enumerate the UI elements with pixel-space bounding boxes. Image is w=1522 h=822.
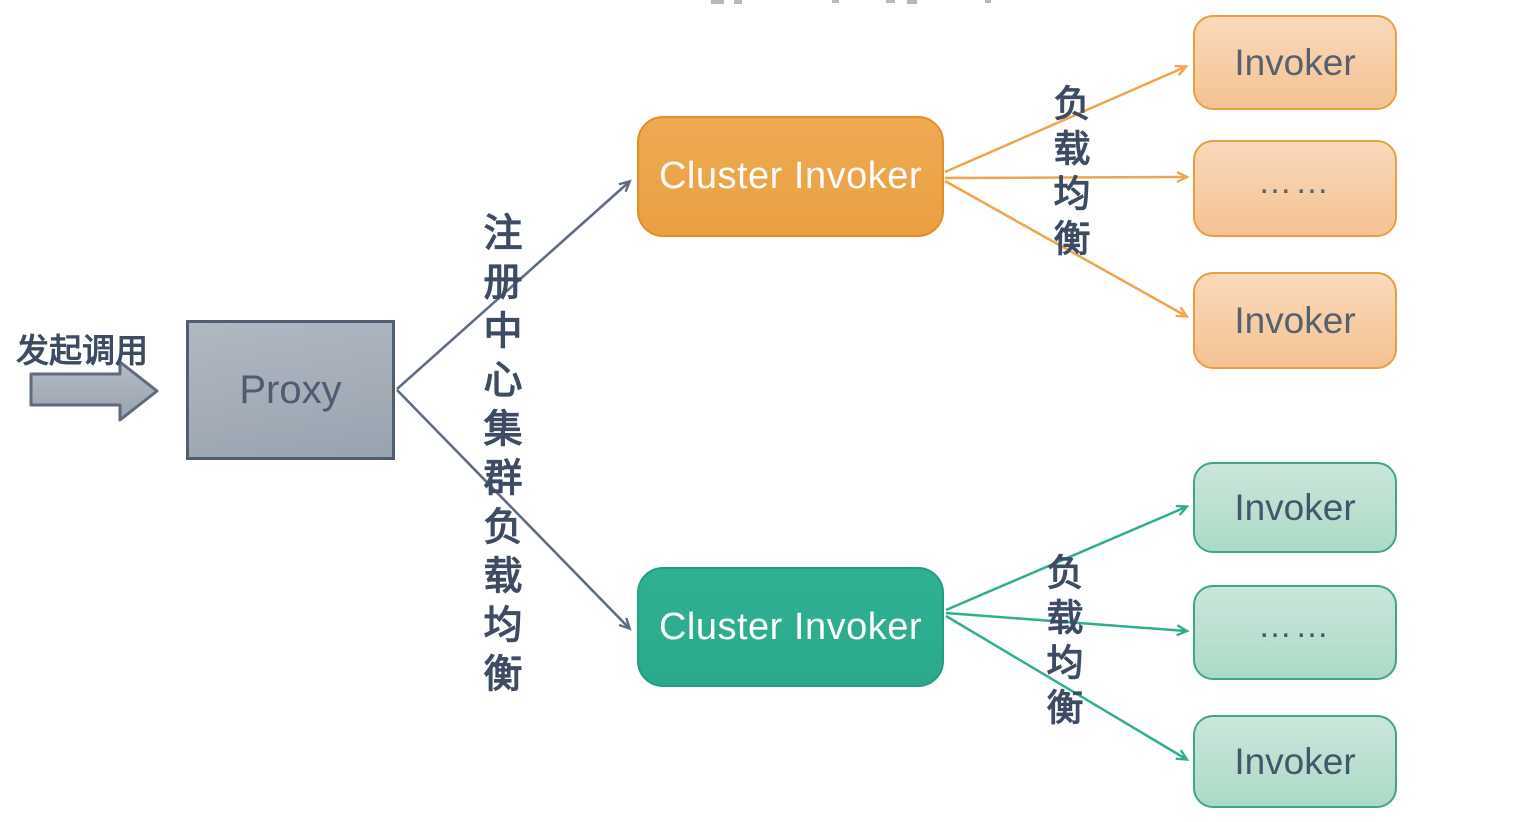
bottom-cluster-to-invoker2-line: [945, 611, 1190, 637]
bottom-invoker-node-1: Invoker: [1193, 462, 1397, 553]
top-cluster-invoker-label: Cluster Invoker: [658, 155, 923, 197]
title-fragment: [907, 0, 917, 4]
top-cluster-to-invoker3-line: [944, 179, 1190, 318]
title-fragment: [711, 0, 724, 4]
proxy-to-top-cluster-line: [396, 179, 632, 390]
bottom-load-balance-label: 负载均衡: [1041, 553, 1082, 733]
caller-label: 发起调用: [16, 332, 148, 369]
bottom-invoker-node-2: Invoker: [1193, 715, 1397, 808]
top-cluster-to-invoker1-line: [944, 64, 1189, 174]
bottom-invoker-node-ellipsis: ……: [1193, 585, 1397, 680]
title-fragment: [886, 0, 895, 3]
caller-block-arrow-icon: [29, 360, 159, 422]
top-invoker-node-ellipsis: ……: [1193, 140, 1397, 237]
bottom-invoker-ellipsis-label: ……: [1258, 606, 1332, 645]
proxy-node: Proxy: [186, 320, 395, 460]
top-load-balance-label: 负载均衡: [1048, 84, 1089, 264]
top-invoker-node-1: Invoker: [1193, 15, 1397, 110]
top-invoker-ellipsis-label: ……: [1258, 162, 1332, 201]
bottom-cluster-to-invoker3-line: [945, 614, 1190, 761]
proxy-label: Proxy: [239, 367, 342, 412]
bottom-cluster-invoker-node: Cluster Invoker: [637, 567, 944, 687]
top-invoker-label-2: Invoker: [1234, 299, 1356, 341]
top-cluster-to-invoker2-line: [944, 170, 1190, 184]
registry-cluster-lb-label: 注册中心集群负载均衡: [478, 212, 521, 702]
bottom-invoker-label-2: Invoker: [1234, 740, 1356, 782]
bottom-invoker-label-1: Invoker: [1234, 486, 1356, 528]
bottom-cluster-to-invoker1-line: [945, 504, 1190, 612]
title-fragment: [734, 0, 742, 4]
top-cluster-invoker-node: Cluster Invoker: [637, 116, 944, 237]
proxy-to-bottom-cluster-line: [396, 389, 632, 631]
top-invoker-label-1: Invoker: [1234, 41, 1356, 83]
bottom-cluster-invoker-label: Cluster Invoker: [658, 605, 923, 648]
title-fragment: [985, 0, 991, 3]
top-invoker-node-2: Invoker: [1193, 272, 1397, 369]
title-fragment: [832, 0, 839, 3]
